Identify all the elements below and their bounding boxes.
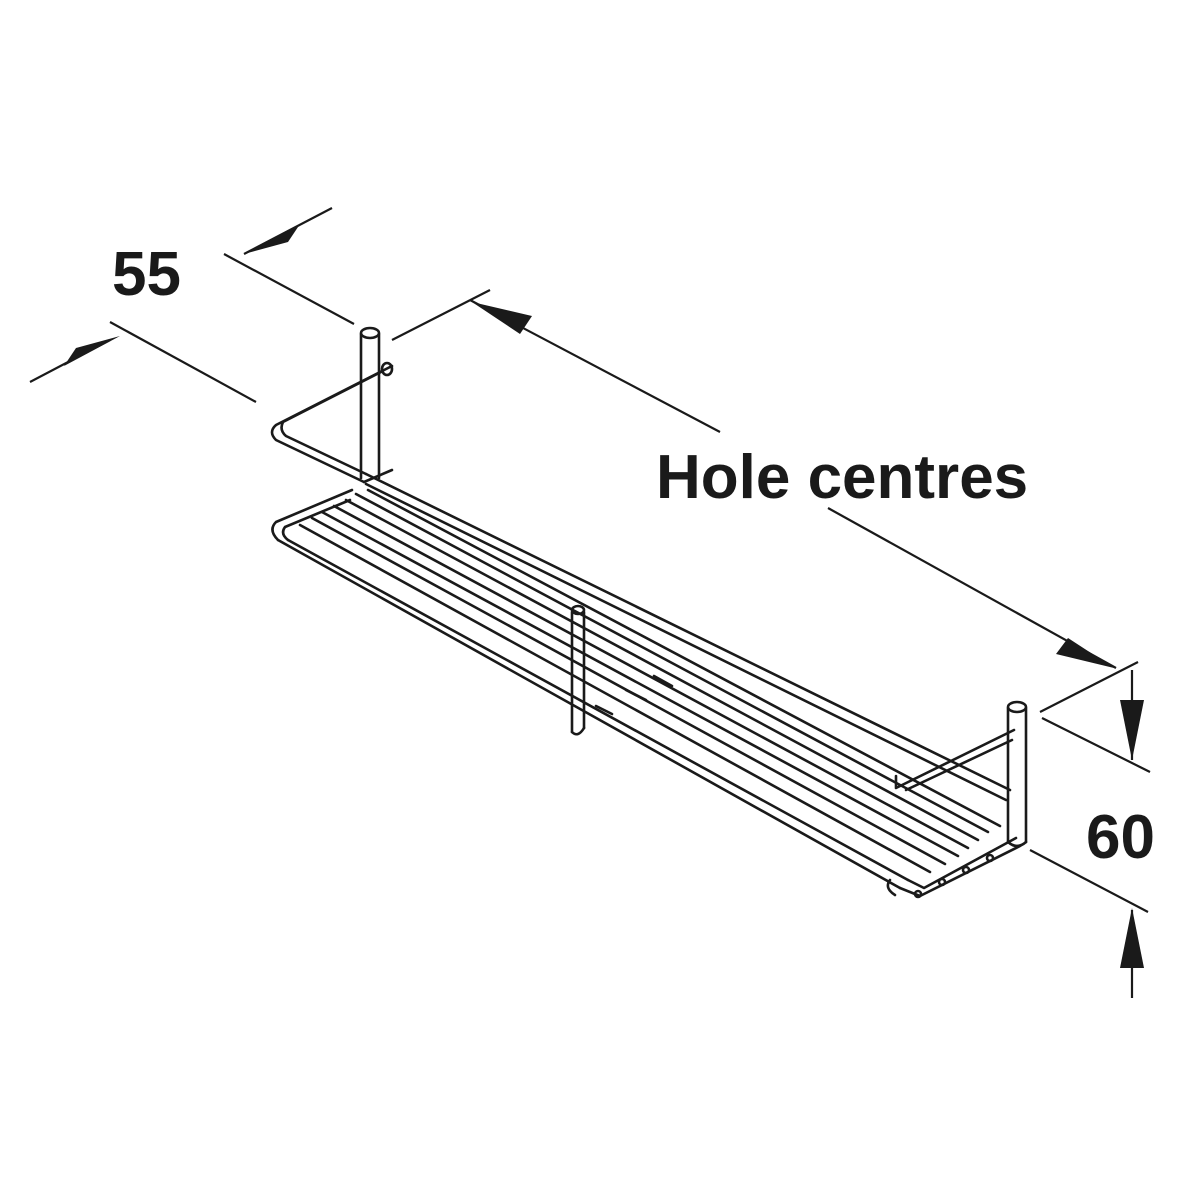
right-bracket [894,728,1016,792]
right-mounting-post [1006,700,1028,848]
length-dimension-label: Hole centres [656,443,1028,512]
height-dimension-label: 60 [1086,803,1155,872]
middle-support [570,604,674,736]
left-bracket [270,361,394,484]
width-dimension-label: 55 [112,240,181,309]
dimension-width: 55 [29,207,355,403]
left-mounting-post [359,326,381,480]
basket-left-end [271,488,354,542]
length-arrowhead-left [472,302,532,334]
basket-right-end [886,836,1022,899]
width-arrowhead-top [244,224,300,254]
height-arrowhead-top [1120,700,1144,760]
height-arrowhead-bottom [1120,908,1144,968]
dimension-length: Hole centres [391,289,1139,713]
length-arrowhead-right [1056,638,1114,668]
dimension-height: 60 [1029,670,1155,998]
top-rail [364,472,1012,802]
wire-rack [270,326,1028,899]
basket-wires [276,488,1002,890]
width-arrowhead-bottom [64,336,120,366]
